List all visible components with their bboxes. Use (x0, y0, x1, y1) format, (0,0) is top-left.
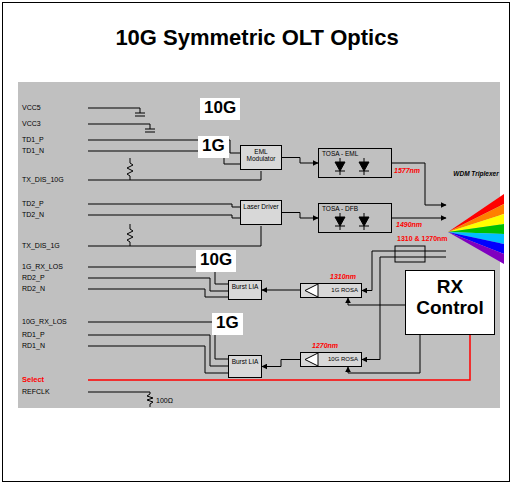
diagram-title: 10G Symmetric OLT Optics (0, 26, 514, 50)
td2n-wire (88, 215, 240, 218)
diode-symbol (359, 213, 369, 230)
component-label: 1G ROSA (323, 287, 358, 294)
component-box: WDM Triplexer (446, 170, 506, 265)
component-box: Laser Driver (240, 200, 282, 225)
component-box: Burst LIA (228, 280, 262, 300)
component-label: Burst LIA (231, 283, 259, 290)
component-label: Burst LIA (231, 358, 259, 365)
rate-tag: 1G (212, 313, 243, 335)
control-box: RX Control (405, 270, 495, 335)
pin-name: TX_DIS_1G (22, 242, 60, 249)
refclk-termination (88, 392, 153, 407)
pin-name: 10G_RX_LOS (22, 318, 67, 325)
rd1n-wire (88, 346, 228, 373)
wavelength-label: 1270nm (312, 342, 338, 349)
rate-tag: 10G (200, 98, 240, 120)
component-label: 10G (204, 99, 236, 118)
signal-connector (262, 290, 300, 291)
pin-name: TX_DIS_10G (22, 176, 64, 183)
triplexer-prism (446, 170, 506, 265)
component-box: TOSA - EML (318, 148, 392, 178)
component-label: TOSA - EML (322, 150, 388, 157)
component-label: WDM Triplexer (448, 170, 504, 177)
amplifier-symbol (302, 352, 322, 367)
rxlos10g-wire (88, 322, 228, 359)
wavelength-label: 1577nm (394, 167, 420, 174)
pullup-resistor (127, 158, 133, 180)
pin-name: 1G_RX_LOS (22, 263, 63, 270)
component-box: TOSA - DFB (318, 203, 392, 233)
component-label: RX Control (410, 277, 490, 319)
signal-connector (282, 213, 318, 219)
pin-wires (88, 108, 425, 407)
td2p-wire (88, 204, 240, 207)
vcc5-wire (88, 108, 145, 116)
pin-name: RD1_P (22, 331, 45, 338)
component-label: 1G (202, 137, 225, 156)
spectrum-band (448, 232, 504, 264)
component-label: 10G ROSA (323, 356, 358, 363)
pin-name: REFCLK (22, 388, 50, 395)
component-label: 10G (200, 251, 232, 270)
rate-tag: 1G (198, 136, 229, 158)
rd1p-wire (88, 335, 228, 366)
signal-connector (348, 298, 405, 305)
txdis1g-wire (88, 226, 261, 246)
diode-symbol (335, 158, 345, 175)
wavelength-label: 1490nm (396, 221, 422, 228)
signal-connector (282, 158, 318, 164)
pin-name: VCC5 (22, 104, 41, 111)
select-wire (88, 335, 470, 380)
component-box: 1G ROSA (300, 283, 362, 298)
module-panel (18, 82, 500, 408)
pin-name: VCC3 (22, 120, 41, 127)
pin-name: TD1_P (22, 136, 44, 143)
diode-symbol (359, 158, 369, 175)
component-label: TOSA - DFB (322, 205, 388, 212)
resistor-value: 100Ω (156, 397, 173, 404)
txdis10g-wire (88, 171, 261, 180)
optical-path (392, 163, 446, 205)
rate-tag: 10G (196, 250, 236, 272)
pin-name: RD1_N (22, 342, 45, 349)
component-label: Laser Driver (243, 203, 279, 210)
pin-name: TD2_N (22, 211, 44, 218)
signal-connector (262, 360, 300, 367)
component-box: EML Modulator (240, 145, 282, 170)
optical-path (392, 218, 446, 219)
diode-symbol (335, 213, 345, 230)
rd2n-wire (88, 289, 228, 297)
pin-name: RD2_N (22, 285, 45, 292)
vcc3-wire (88, 124, 155, 132)
pin-name: RD2_P (22, 274, 45, 281)
amplifier-symbol (302, 283, 322, 298)
pin-name: Select (22, 376, 44, 384)
component-label: EML Modulator (243, 148, 279, 162)
optical-splitter (395, 246, 425, 262)
wavelength-label: 1310 & 1270nm (397, 235, 448, 242)
wavelength-label: 1310nm (330, 273, 356, 280)
pullup-resistor (127, 224, 133, 246)
pin-name: TD2_P (22, 200, 44, 207)
component-box: 10G ROSA (300, 352, 362, 367)
component-label: 1G (216, 314, 239, 333)
component-box: Burst LIA (228, 355, 262, 378)
pin-name: TD1_N (22, 147, 44, 154)
